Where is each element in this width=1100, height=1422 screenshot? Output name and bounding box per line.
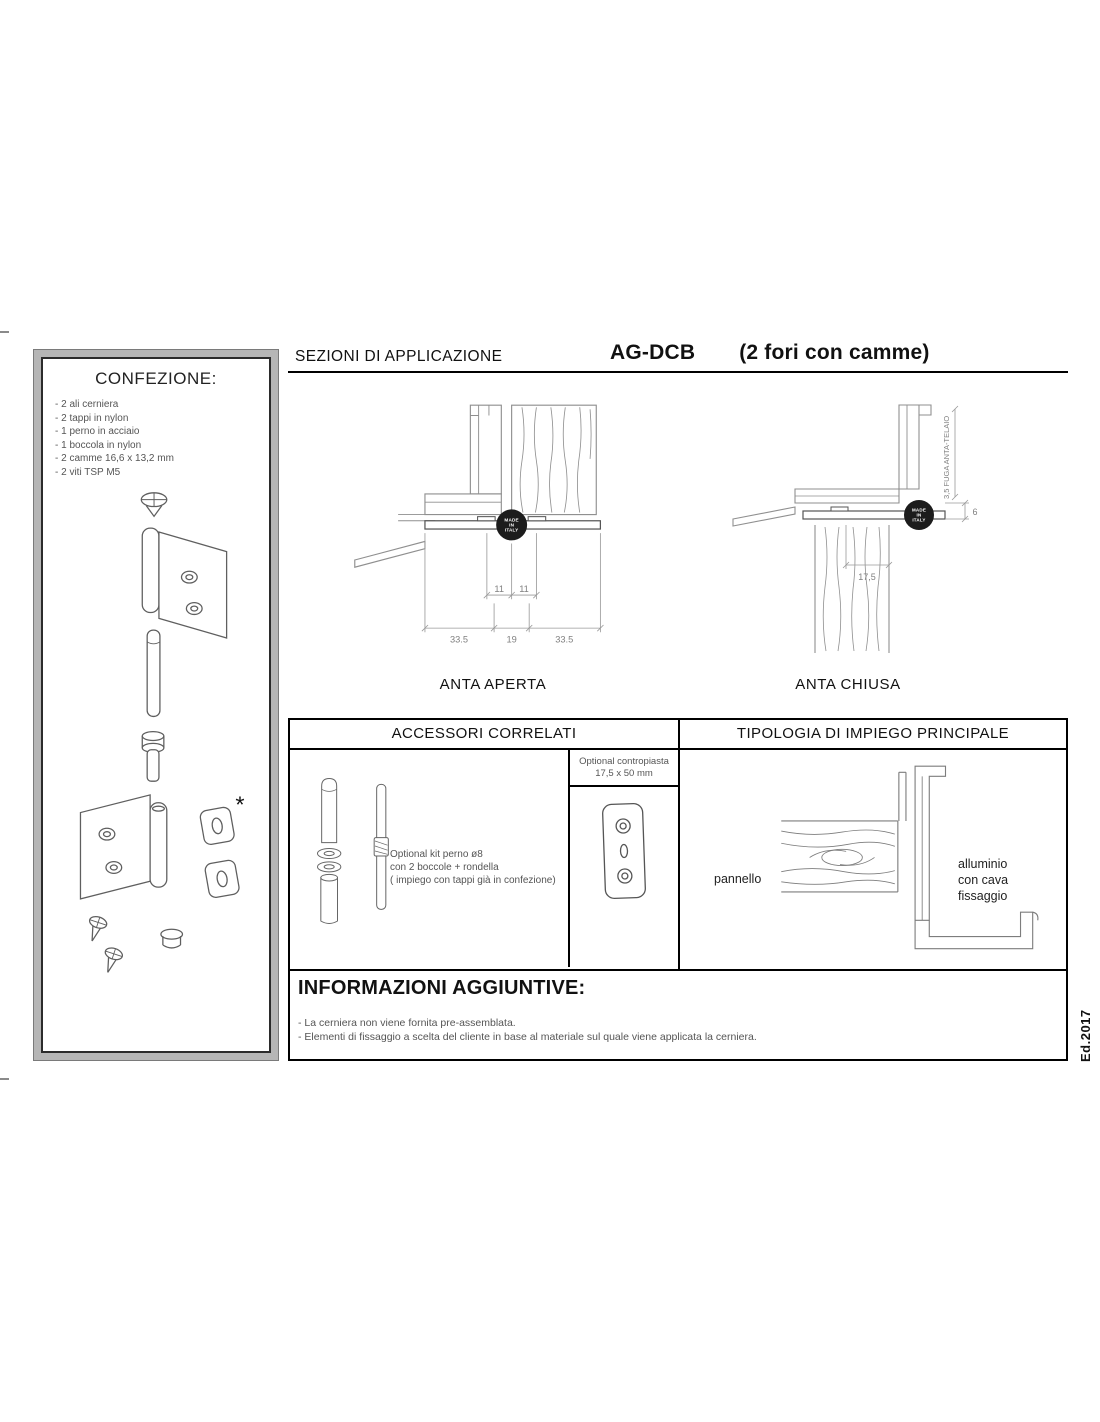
informazioni-notes: - La cerniera non viene fornita pre-asse… [298,1016,1056,1044]
contropiastra-note-line: Optional contropiasta [579,756,669,767]
dim-175: 17,5 [858,572,876,582]
confezione-item: - 2 tappi in nylon [55,412,129,424]
note-line: - Elementi di fissaggio a scelta del cli… [298,1031,757,1043]
section-title-sezioni: SEZIONI DI APPLICAZIONE [295,348,503,365]
crop-mark-top [0,331,9,333]
informazioni-title: INFORMAZIONI AGGIUNTIVE: [298,977,586,999]
alluminio-profile [898,765,1039,950]
accessori-title: ACCESSORI CORRELATI [290,720,678,750]
anta-chiusa-label: ANTA CHIUSA [795,676,901,693]
confezione-item: - 1 perno in acciaio [55,426,140,437]
contropiastra-panel: Optional contropiasta 17,5 x 50 mm [568,750,678,967]
dim-11-right: 11 [519,584,529,594]
door-wood-section [511,404,597,516]
contropiastra-plate [602,802,646,900]
frame-profile-chiusa [732,404,932,527]
product-title: AG-DCB (2 fori con camme) [610,341,930,365]
main-content: SEZIONI DI APPLICAZIONE AG-DCB (2 fori c… [288,340,1068,1061]
steel-pin [146,629,161,718]
dimensions-chiusa [842,405,969,569]
accessori-body: Optional kit perno ø8 con 2 boccole + ro… [290,750,678,967]
accessori-panel: ACCESSORI CORRELATI [290,720,680,969]
confezione-item: - 2 ali cerniera [55,399,119,410]
note-line: - La cerniera non viene fornita pre-asse… [298,1017,516,1029]
contropiastra-drawing [602,802,646,900]
contropiastra-note-line: 17,5 x 50 mm [595,768,653,779]
pannello-label: pannello [714,872,762,886]
edition-label: Ed.2017 [1078,1009,1093,1062]
application-sections: MADE IN ITALY 11 11 33.5 19 33.5 [288,373,1068,720]
svg-text:ITALY: ITALY [505,528,519,533]
svg-text:IN: IN [917,513,922,518]
cam-asterisk: * [235,792,244,818]
anta-aperta-label: ANTA APERTA [439,676,547,693]
screw-2 [104,947,124,973]
frame-profile-aperta [354,404,502,568]
crop-mark-bottom [0,1078,9,1080]
dim-11-left: 11 [494,584,504,594]
nylon-cap [160,928,184,949]
dim-19: 19 [506,635,516,645]
confezione-item: - 2 camme 16,6 x 13,2 mm [55,453,174,464]
screw-1 [88,915,108,942]
dim-335-left: 33.5 [450,635,468,645]
svg-text:MADE: MADE [912,508,926,513]
made-in-italy-badge: MADE IN ITALY [496,509,528,541]
svg-text:ITALY: ITALY [912,518,925,523]
kit-note-line: ( impiego con tappi già in confezione) [390,875,556,886]
kit-note: Optional kit perno ø8 con 2 boccole + ro… [390,848,556,887]
kit-note-line: Optional kit perno ø8 [390,849,483,860]
product-variant: (2 fori con camme) [739,341,930,364]
confezione-panel-inner: CONFEZIONE: - 2 ali cerniera - 2 tappi i… [41,357,271,1053]
dim-335-right: 33.5 [555,635,573,645]
tipologia-body: pannello alluminio con cava fissaggio [680,750,1066,967]
alluminio-label-line: alluminio [958,857,1008,871]
confezione-title: CONFEZIONE: [95,369,217,388]
tipologia-title: TIPOLOGIA DI IMPIEGO PRINCIPALE [680,720,1066,750]
cam-1 [199,806,235,845]
cam-2 [204,859,240,898]
hinge-knuckle [141,527,160,614]
alluminio-label: alluminio con cava fissaggio [958,856,1008,904]
made-in-italy-badge: MADE IN ITALY [904,500,934,530]
exploded-hinge-drawing: * [79,492,245,973]
anta-aperta-drawing: MADE IN ITALY 11 11 33.5 19 33.5 [354,404,604,645]
hinge-section: MADE IN ITALY [424,509,602,541]
confezione-item: - 2 viti TSP M5 [55,466,121,478]
confezione-item: - 1 boccola in nylon [55,439,142,451]
alluminio-label-line: con cava [958,873,1009,887]
panel-profile-drawing [781,765,1039,950]
door-wood-section-chiusa [814,525,890,653]
alluminio-label-line: fissaggio [958,889,1008,903]
svg-text:MADE: MADE [504,517,518,522]
dimensions-aperta [421,533,604,633]
contropiastra-note: Optional contropiasta 17,5 x 50 mm [570,750,678,787]
informazioni-panel: INFORMAZIONI AGGIUNTIVE: - La cerniera n… [288,971,1068,1061]
pin-kit-drawing [317,777,389,924]
confezione-parts-list: - 2 ali cerniera - 2 tappi in nylon - 1 … [55,398,263,479]
tipologia-panel: TIPOLOGIA DI IMPIEGO PRINCIPALE [680,720,1066,969]
product-code: AG-DCB [610,341,696,364]
exploded-parts [79,492,240,973]
pannello-section [781,820,899,893]
header-row: SEZIONI DI APPLICAZIONE AG-DCB (2 fori c… [288,340,1068,373]
hinge-section-chiusa: MADE IN ITALY [802,500,946,530]
svg-text:IN: IN [509,522,514,527]
dim-fuga-label: 3,5 FUGA ANTA-TELAIO [942,416,951,499]
middle-row: ACCESSORI CORRELATI [288,720,1068,971]
dim-6: 6 [972,507,977,517]
pin-kit-parts [317,777,389,924]
anta-chiusa-drawing: MADE IN ITALY 17,5 6 3,5 F [732,404,978,653]
kit-note-line: con 2 boccole + rondella [390,862,499,873]
confezione-panel: CONFEZIONE: - 2 ali cerniera - 2 tappi i… [33,349,279,1061]
